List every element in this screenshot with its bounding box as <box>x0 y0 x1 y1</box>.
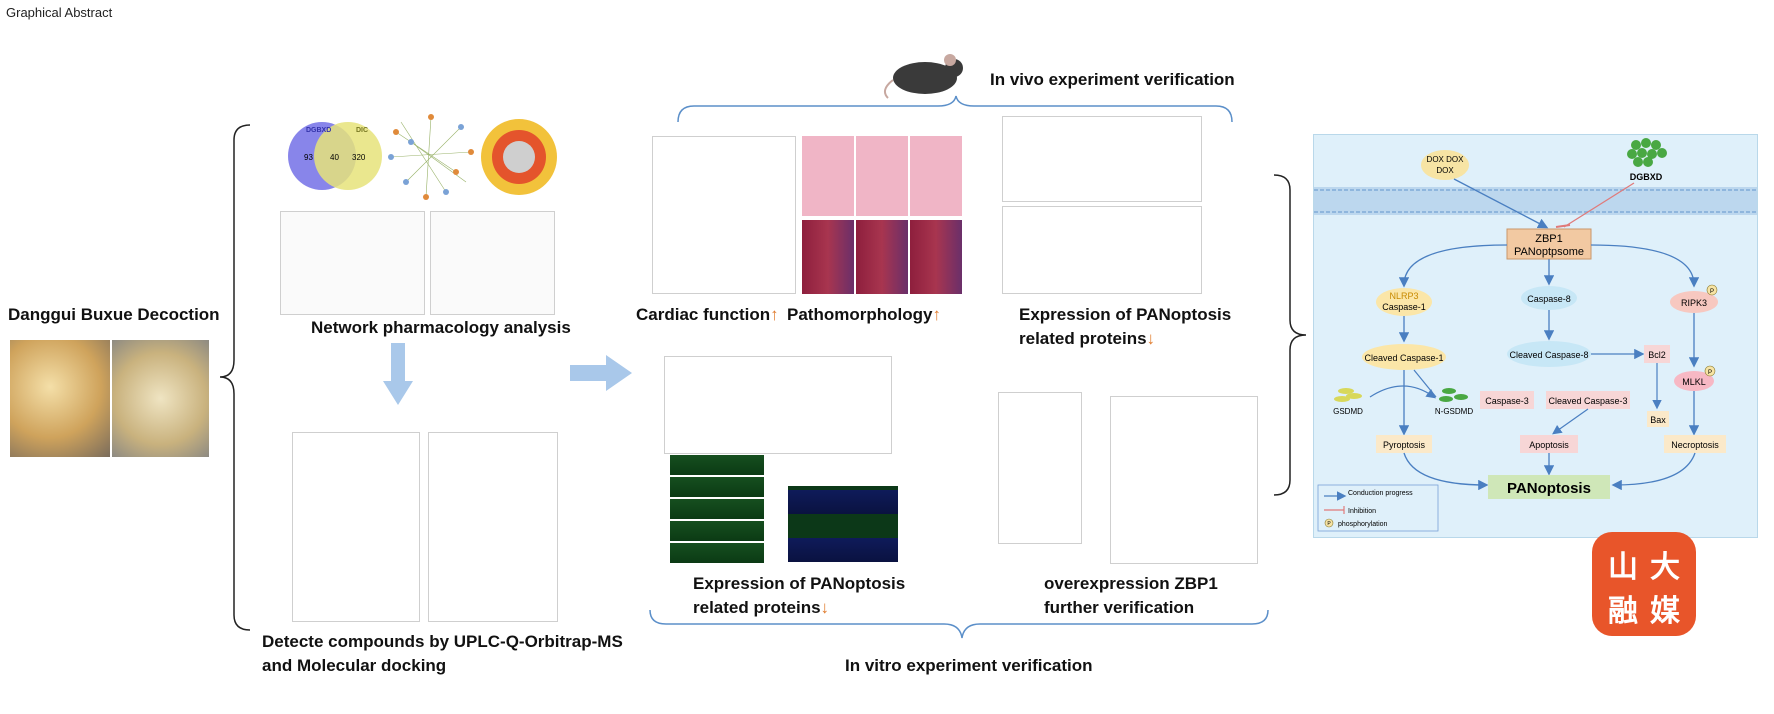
caspase8-label: Caspase-8 <box>1527 294 1571 304</box>
vivo-expr-line2: related proteins↓ <box>1019 327 1155 351</box>
herb-photo-right <box>112 340 209 457</box>
masson-stain-images <box>802 220 964 294</box>
venn-left-count: 93 <box>304 153 313 162</box>
vitro-down-arrow: ↓ <box>820 598 830 617</box>
he-stain-images <box>802 136 964 216</box>
bcl2-label: Bcl2 <box>1648 350 1666 360</box>
zbp1-line2: further verification <box>1044 598 1195 617</box>
cardiac-function-label: Cardiac function↑ <box>636 303 779 327</box>
dox-top-label: DOX DOX <box>1427 155 1465 164</box>
vitro-fluorescence-blue <box>788 486 898 562</box>
vitro-expr-line1: Expression of PANoptosis <box>693 574 906 593</box>
patho-text: Pathomorphology <box>787 305 933 324</box>
left-brace <box>219 124 251 631</box>
network-label: Network pharmacology analysis <box>311 318 571 337</box>
logo-char-4: 媒 <box>1650 595 1680 628</box>
detect-label-line1: Detecte compounds by UPLC-Q-Orbitrap-MS <box>262 632 623 651</box>
zbp1-box-line2: PANoptpsome <box>1514 246 1584 258</box>
mlkl-phos-mark: P <box>1708 370 1712 376</box>
n-gsdmd-label: N-GSDMD <box>1435 407 1473 416</box>
kegg-bubble-plot <box>430 211 555 315</box>
cleaved-casp8-label: Cleaved Caspase-8 <box>1509 350 1588 360</box>
zbp1-western-blots <box>998 392 1082 544</box>
zbp1-box-line1: ZBP1 <box>1535 233 1563 245</box>
legend-conduction: Conduction progress <box>1348 490 1413 497</box>
mlkl-label: MLKL <box>1682 377 1706 387</box>
media-logo: 山 大 融 媒 <box>1592 532 1696 636</box>
vitro-expr-text2: related proteins <box>693 598 821 617</box>
bax-label: Bax <box>1650 415 1666 425</box>
page-header: Graphical Abstract <box>6 5 113 20</box>
vivo-ihc-images <box>1002 206 1202 294</box>
vivo-expr-text2: related proteins <box>1019 329 1147 348</box>
panoptosis-label: PANoptosis <box>1507 480 1591 497</box>
vitro-fluorescence-green <box>670 455 764 563</box>
in-vitro-bracket <box>649 609 1269 639</box>
vitro-western-blots <box>664 356 892 454</box>
legend-phosphorylation: phosphorylation <box>1338 521 1388 528</box>
gsdmd-label: GSDMD <box>1333 407 1363 416</box>
venn-both-count: 40 <box>330 153 339 162</box>
down-flow-arrow <box>383 343 413 405</box>
detect-label-line2: and Molecular docking <box>262 656 447 675</box>
ripk3-phos-mark: P <box>1710 289 1714 295</box>
venn-panel: DGBXD DIC 93 40 320 <box>286 108 382 204</box>
decoction-title: Danggui Buxue Decoction <box>8 305 220 324</box>
patho-up-arrow: ↑ <box>932 305 941 324</box>
in-vivo-title: In vivo experiment verification <box>990 70 1235 89</box>
nlrp3-label: NLRP3 <box>1389 291 1418 301</box>
caspase3-label: Caspase-3 <box>1485 396 1529 406</box>
pathomorphology-label: Pathomorphology↑ <box>787 303 941 327</box>
mouse-icon <box>883 54 963 99</box>
vivo-down-arrow: ↓ <box>1146 329 1156 348</box>
herb-photo-left <box>10 340 110 457</box>
venn-right-count: 320 <box>352 153 366 162</box>
venn-right-name: DIC <box>356 127 368 134</box>
chromatogram-panel <box>292 432 420 622</box>
necroptosis-label: Necroptosis <box>1671 440 1719 450</box>
ripk3-label: RIPK3 <box>1681 298 1707 308</box>
cardiac-up-arrow: ↑ <box>770 305 779 324</box>
apoptosis-label: Apoptosis <box>1529 440 1569 450</box>
logo-char-1: 山 <box>1608 551 1638 584</box>
in-vitro-title: In vitro experiment verification <box>845 656 1093 675</box>
cleaved-casp3-label: Cleaved Caspase-3 <box>1548 396 1627 406</box>
right-flow-arrow <box>570 355 632 391</box>
caspase1-label: Caspase-1 <box>1382 302 1426 312</box>
zbp1-line1: overexpression ZBP1 <box>1044 574 1218 593</box>
dgbxd-label: DGBXD <box>1630 172 1663 182</box>
logo-char-3: 融 <box>1608 595 1638 628</box>
legend-inhibition: Inhibition <box>1348 508 1376 515</box>
ppi-network <box>388 114 474 200</box>
legend-phos-mark: P <box>1327 521 1331 527</box>
cardiac-text: Cardiac function <box>636 305 771 324</box>
venn-left-name: DGBXD <box>306 127 331 134</box>
target-circle-network <box>481 119 557 195</box>
pyroptosis-label: Pyroptosis <box>1383 440 1426 450</box>
zbp1-bar-charts <box>1110 396 1258 564</box>
vivo-western-blots <box>1002 116 1202 202</box>
docking-panel <box>428 432 558 622</box>
vivo-expr-line1: Expression of PANoptosis <box>1019 305 1232 324</box>
logo-char-2: 大 <box>1650 551 1680 584</box>
vitro-expr-line2: related proteins↓ <box>693 596 829 620</box>
cleaved-casp1-label: Cleaved Caspase-1 <box>1364 353 1443 363</box>
experiment-design-panel <box>652 136 796 294</box>
right-brace <box>1273 174 1307 496</box>
go-bubble-plot <box>280 211 425 315</box>
pathway-diagram: DOX DOX DOX DGBXD ZBP1 PANoptpsome NLRP3… <box>1313 134 1758 538</box>
in-vivo-bracket <box>677 95 1233 123</box>
dox-bottom-label: DOX <box>1436 166 1454 175</box>
